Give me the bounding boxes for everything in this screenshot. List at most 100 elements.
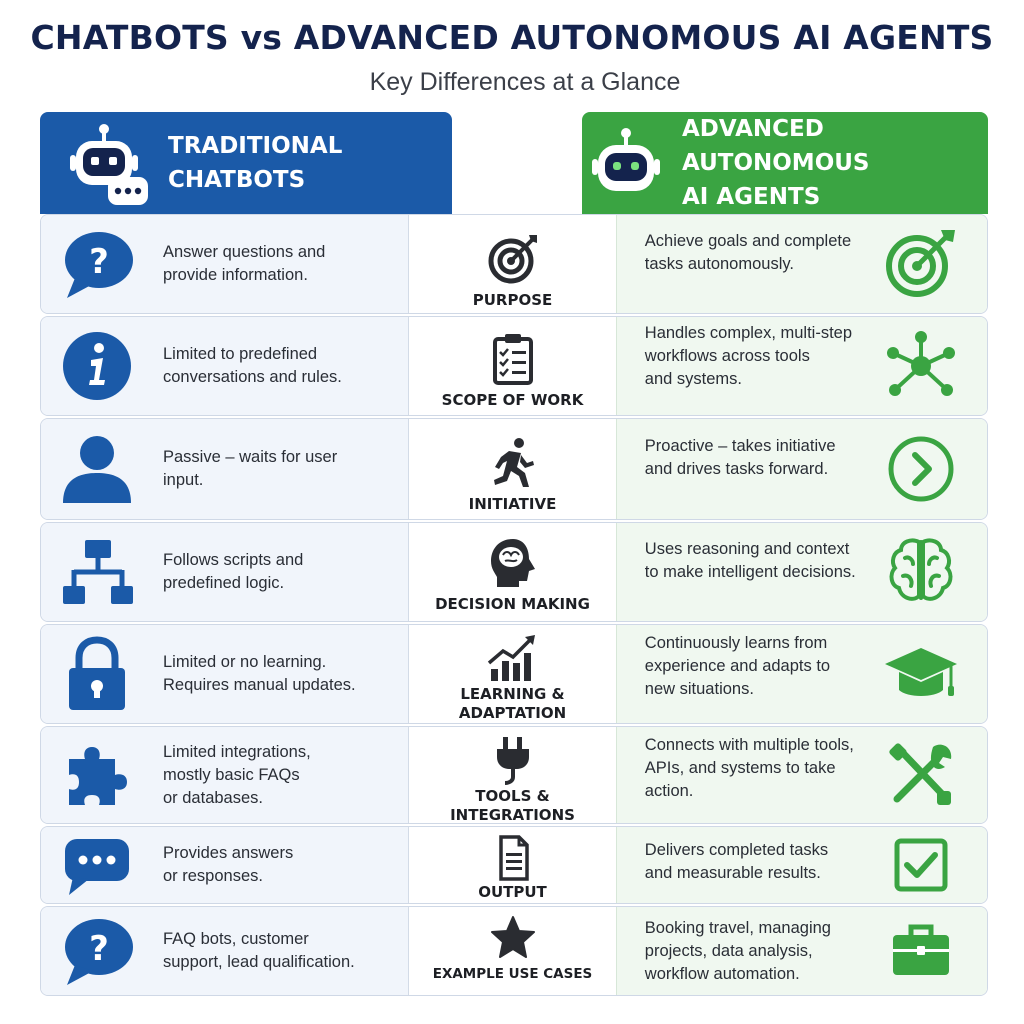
agent-cell: Delivers completed tasks and measurable … xyxy=(616,827,987,903)
chatbot-cell: Limited to predefined conversations and … xyxy=(41,317,410,415)
row-scope-of-work: Limited to predefined conversations and … xyxy=(40,316,988,416)
category-cell: DECISION MAKING xyxy=(409,523,617,621)
row-example-use-cases: ? FAQ bots, customer support, lead quali… xyxy=(40,906,988,996)
chatbot-text-line: or responses. xyxy=(163,867,263,885)
agent-text-line: workflows across tools xyxy=(644,346,810,365)
document-icon xyxy=(485,835,541,881)
puzzle-icon xyxy=(59,737,135,813)
agent-cell: Achieve goals and complete tasks autonom… xyxy=(616,215,987,313)
agent-text-line: and measurable results. xyxy=(644,864,821,882)
chatbot-cell: Passive – waits for user input. xyxy=(41,419,410,519)
category-cell: INITIATIVE xyxy=(409,419,617,519)
agent-cell: Handles complex, multi-step workflows ac… xyxy=(616,317,987,415)
category-label: DECISION MAKING xyxy=(435,595,590,613)
target-icon xyxy=(883,224,959,300)
user-icon xyxy=(59,431,135,507)
flowchart-icon xyxy=(59,534,135,610)
agent-cell: Connects with multiple tools, APIs, and … xyxy=(616,727,987,823)
category-label: INITIATIVE xyxy=(468,495,557,513)
graduation-cap-icon xyxy=(883,636,959,712)
chatbot-text-line: Limited integrations, xyxy=(163,742,311,761)
agent-text-line: to make intelligent decisions. xyxy=(644,563,856,581)
category-label: TOOLS & xyxy=(475,787,550,805)
network-icon xyxy=(883,328,959,404)
page-subtitle: Key Differences at a Glance xyxy=(369,68,681,96)
chatbot-cell: ? FAQ bots, customer support, lead quali… xyxy=(41,907,410,995)
arrow-right-circle-icon xyxy=(883,431,959,507)
agent-text-line: and systems. xyxy=(644,369,742,388)
chatbot-text-line: Limited or no learning. xyxy=(163,653,327,671)
chatbot-text-line: provide information. xyxy=(163,266,308,284)
chatbot-cell: Limited or no learning. Requires manual … xyxy=(41,625,410,723)
category-cell: LEARNING & ADAPTATION xyxy=(409,625,617,723)
agent-text-line: projects, data analysis, xyxy=(644,941,813,960)
svg-text:?: ? xyxy=(89,242,109,282)
category-label: PURPOSE xyxy=(472,291,553,309)
checklist-icon xyxy=(485,331,541,387)
plug-icon xyxy=(485,735,541,785)
brain-head-icon xyxy=(485,535,541,591)
chatbot-text-line: Limited to predefined xyxy=(163,345,318,363)
agents-header: ADVANCED AUTONOMOUS AI AGENTS xyxy=(582,112,988,214)
question-bubble-icon: ? xyxy=(59,226,135,302)
agent-text-line: and drives tasks forward. xyxy=(644,460,829,478)
row-decision-making: Follows scripts and predefined logic. DE… xyxy=(40,522,988,622)
chatbot-cell: ? Answer questions and provide informati… xyxy=(41,215,410,313)
chatbot-text-line: Follows scripts and xyxy=(163,551,304,569)
chatbot-text-line: Passive – waits for user xyxy=(163,448,338,466)
agent-cell: Proactive – takes initiative and drives … xyxy=(616,419,987,519)
growth-chart-icon xyxy=(485,633,541,683)
chatbot-cell: Limited integrations, mostly basic FAQs … xyxy=(41,727,410,823)
row-output: Provides answers or responses. OUTPUT De… xyxy=(40,826,988,904)
agent-text-line: Delivers completed tasks xyxy=(644,841,829,859)
agent-text-line: workflow automation. xyxy=(644,964,800,983)
category-label: LEARNING & xyxy=(460,685,565,703)
agent-text-line: action. xyxy=(644,781,694,800)
chatbot-text-line: Answer questions and xyxy=(163,243,326,261)
agent-cell: Uses reasoning and context to make intel… xyxy=(616,523,987,621)
agent-text-line: Proactive – takes initiative xyxy=(644,437,836,455)
category-label-line2: ADAPTATION xyxy=(458,704,567,722)
agent-cell: Continuously learns from experience and … xyxy=(616,625,987,723)
category-label-line2: INTEGRATIONS xyxy=(450,806,575,824)
chatbot-text-line: mostly basic FAQs xyxy=(163,765,300,784)
info-icon xyxy=(59,328,135,404)
agents-header-line2: AI AGENTS xyxy=(682,184,821,210)
category-cell: TOOLS & INTEGRATIONS xyxy=(409,727,617,823)
category-label: SCOPE OF WORK xyxy=(441,391,584,409)
chatbots-header: TRADITIONAL CHATBOTS xyxy=(40,112,452,214)
agent-text-line: Booking travel, managing xyxy=(644,918,831,937)
lock-icon xyxy=(59,636,135,712)
briefcase-icon xyxy=(883,913,959,989)
target-icon xyxy=(485,231,541,287)
row-tools-integrations: Limited integrations, mostly basic FAQs … xyxy=(40,726,988,824)
chatbot-text-line: or databases. xyxy=(163,788,263,807)
tools-icon xyxy=(883,737,959,813)
chatbot-text-line: support, lead qualification. xyxy=(163,953,355,971)
page-title: CHATBOTS vs ADVANCED AUTONOMOUS AI AGENT… xyxy=(30,18,994,57)
chatbot-text-line: Provides answers xyxy=(163,844,294,862)
checkbox-icon xyxy=(883,827,959,903)
chat-dots-icon xyxy=(59,827,135,903)
agent-text-line: Handles complex, multi-step xyxy=(644,323,853,342)
svg-text:?: ? xyxy=(89,929,109,969)
chatbot-cell: Follows scripts and predefined logic. xyxy=(41,523,410,621)
chatbot-text-line: conversations and rules. xyxy=(163,368,342,386)
star-icon xyxy=(485,915,541,961)
chatbot-robot-icon xyxy=(58,115,154,211)
agent-robot-icon xyxy=(588,115,664,211)
row-learning-adaptation: Limited or no learning. Requires manual … xyxy=(40,624,988,724)
category-cell: EXAMPLE USE CASES xyxy=(409,907,617,995)
brain-icon xyxy=(883,534,959,610)
chatbot-text-line: FAQ bots, customer xyxy=(163,930,309,948)
agent-text-line: new situations. xyxy=(644,679,754,698)
category-label: OUTPUT xyxy=(478,883,547,901)
agent-text-line: Uses reasoning and context xyxy=(644,540,850,558)
row-initiative: Passive – waits for user input. INITIATI… xyxy=(40,418,988,520)
agents-header-line1: ADVANCED AUTONOMOUS xyxy=(682,116,870,176)
category-label: EXAMPLE USE CASES xyxy=(432,966,593,982)
agent-text-line: APIs, and systems to take xyxy=(644,758,836,777)
chatbot-cell: Provides answers or responses. xyxy=(41,827,410,903)
chatbot-text-line: input. xyxy=(163,471,204,489)
agent-text-line: Continuously learns from xyxy=(644,633,828,652)
